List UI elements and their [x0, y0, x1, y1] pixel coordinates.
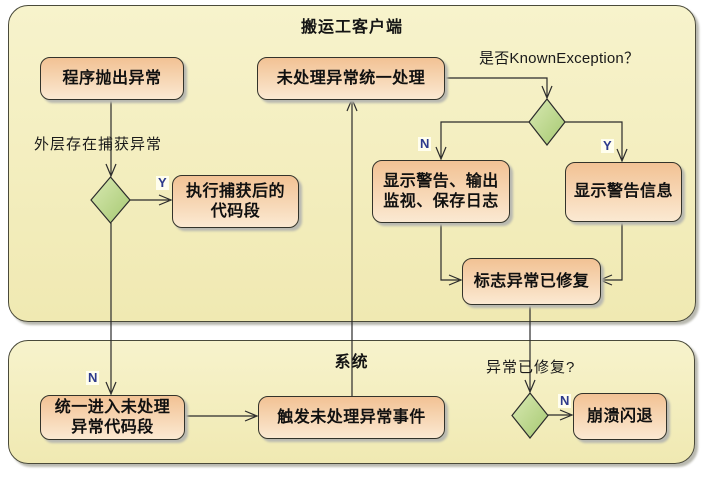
edge-known-no-to-warn-log	[440, 121, 529, 157]
condition-is-known-exception: 是否KnownException？	[479, 50, 640, 67]
frame-system-title: 系统	[334, 354, 369, 371]
arrowhead-known-decision	[541, 85, 553, 100]
guard-exception-fixed-no: N	[558, 393, 572, 408]
arrowhead-mark-fixed-left	[448, 274, 463, 286]
arrowhead-warn-log	[435, 146, 447, 161]
arrowhead-outer-decision	[105, 163, 117, 178]
edge-known-yes-to-warn-info	[565, 121, 623, 159]
decision-outer-catch	[90, 176, 131, 224]
node-show-warning-output-monitor-save-log: 显示警告、输出 监视、保存日志	[372, 160, 510, 223]
condition-outer-catch-exists: 外层存在捕获异常	[34, 136, 163, 153]
arrowhead-trigger-event	[244, 410, 259, 422]
frame-client-title: 搬运工客户端	[300, 19, 403, 36]
node-execute-caught-code: 执行捕获后的 代码段	[172, 175, 299, 228]
node-crash-exit: 崩溃闪退	[573, 393, 667, 440]
guard-outer-catch-yes: Y	[156, 175, 169, 190]
edge-warn-info-to-mark-fixed	[602, 220, 623, 281]
node-enter-unhandled-exception-code: 统一进入未处理 异常代码段	[40, 395, 185, 440]
node-program-throws-exception: 程序抛出异常	[40, 57, 184, 100]
guard-outer-catch-no: N	[86, 370, 100, 385]
guard-known-exception-yes: Y	[601, 138, 614, 153]
arrowhead-crash	[559, 409, 574, 421]
arrowhead-fixed-decision	[524, 379, 536, 394]
node-trigger-unhandled-exception-event: 触发未处理异常事件	[258, 396, 445, 439]
edge-unified-to-known-decision	[443, 77, 548, 96]
arrowhead-enter-unhandled	[105, 381, 117, 396]
node-unified-unhandled-exception-handling: 未处理异常统一处理	[257, 57, 445, 100]
decision-known-exception	[528, 98, 566, 146]
node-mark-exception-fixed: 标志异常已修复	[462, 258, 601, 305]
guard-known-exception-no: N	[418, 136, 432, 151]
node-show-warning-info: 显示警告信息	[565, 162, 682, 222]
edge-warn-log-to-mark-fixed	[440, 221, 459, 281]
arrowhead-catch-code	[158, 194, 173, 206]
decision-exception-fixed	[511, 392, 549, 439]
condition-exception-fixed: 异常已修复?	[486, 359, 576, 376]
arrowhead-warn-info	[616, 148, 628, 163]
